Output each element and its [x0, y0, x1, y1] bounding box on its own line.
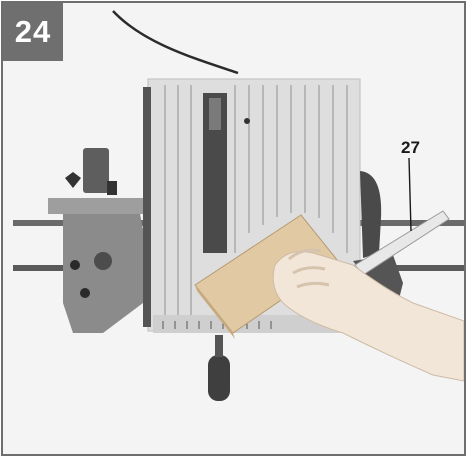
- figure-number-badge: 24: [3, 3, 63, 61]
- part-callout-label: 27: [401, 138, 420, 157]
- table-saw-photo: [3, 3, 464, 454]
